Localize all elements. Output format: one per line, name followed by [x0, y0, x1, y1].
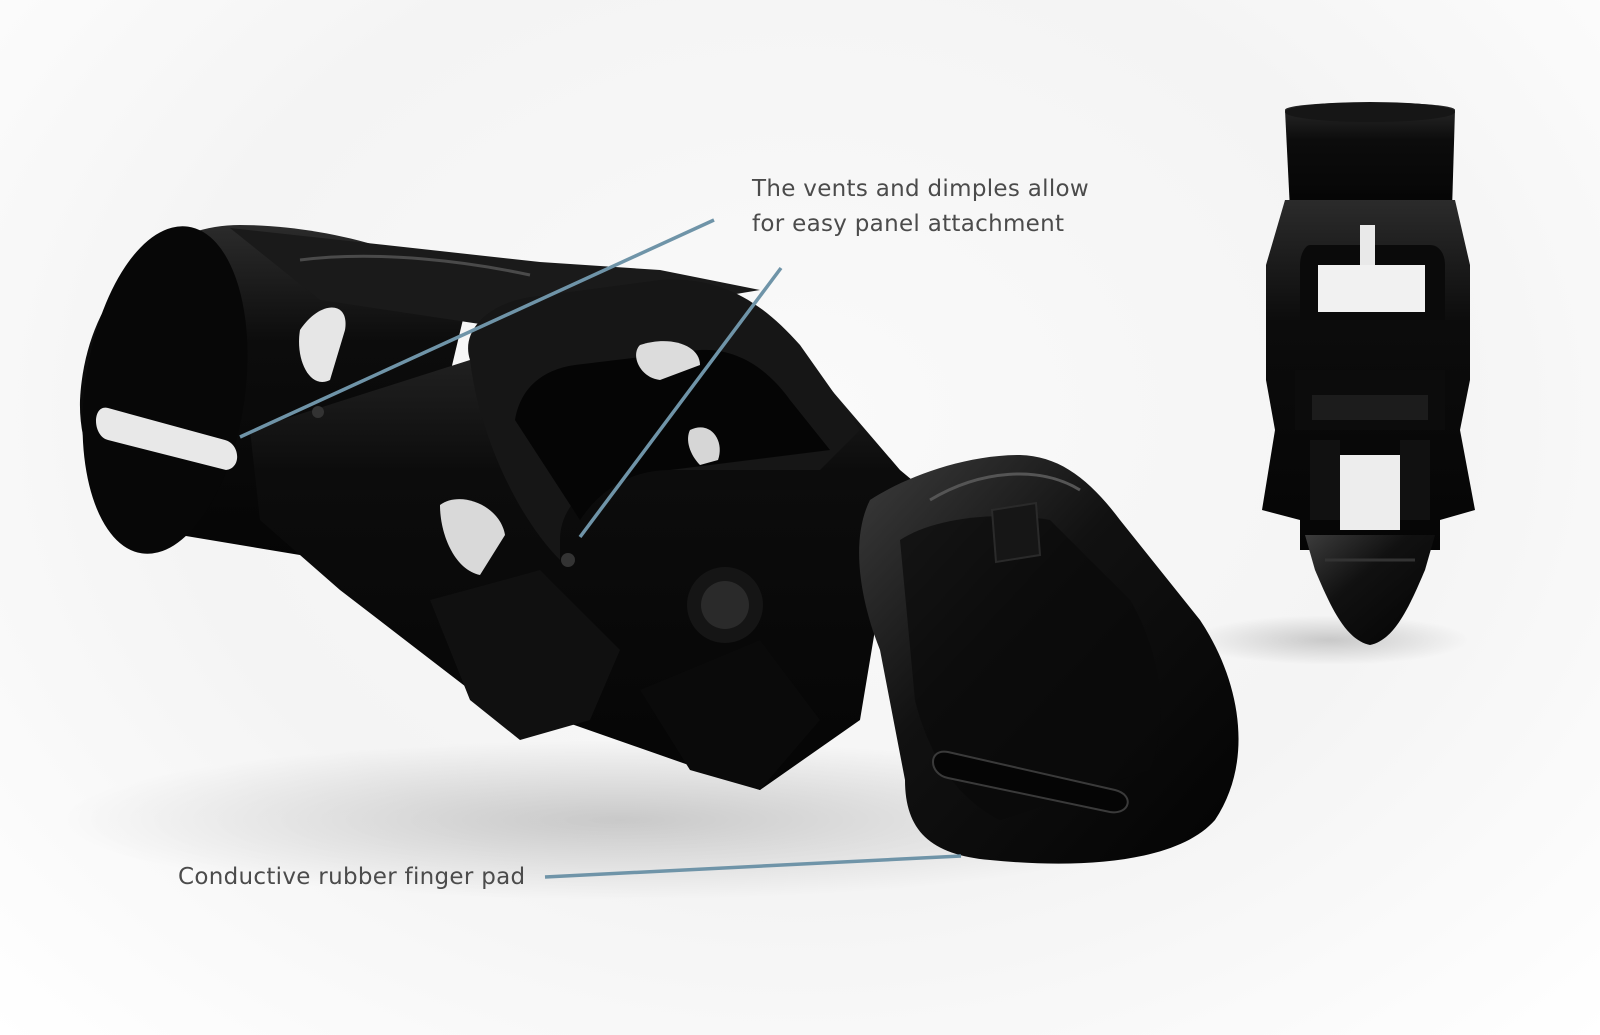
leader-line-pad	[544, 854, 962, 879]
finger-part-main	[79, 225, 1239, 864]
vents-callout-line-2: for easy panel attachment	[752, 211, 1065, 237]
leader-lines	[239, 218, 962, 879]
finger-part-side-view	[1262, 102, 1475, 645]
finger-pad-callout: Conductive rubber finger pad	[178, 860, 525, 895]
finger-pad-callout-text: Conductive rubber finger pad	[178, 864, 526, 890]
leader-line-vents-1	[239, 218, 715, 439]
vents-callout: The vents and dimples allow for easy pan…	[752, 172, 1089, 242]
floor-shadow-small	[1190, 615, 1470, 665]
vents-callout-line-1: The vents and dimples allow	[752, 176, 1090, 202]
leader-line-vents-2	[578, 266, 783, 539]
